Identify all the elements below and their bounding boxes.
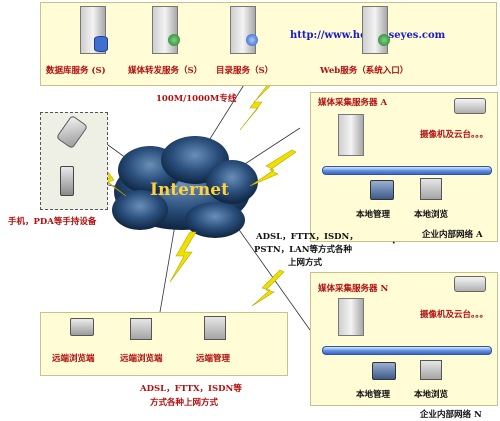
- site-n-network-bus: [322, 346, 492, 355]
- internet-cloud: [112, 136, 258, 238]
- globe-icon: [168, 34, 180, 46]
- site-n-title: 媒体采集服务器 N: [318, 284, 389, 294]
- media-forward-server-icon: [152, 6, 178, 54]
- dedicated-line-label: 100M/1000M专线: [156, 94, 237, 104]
- database-cylinder-icon: [94, 36, 108, 52]
- site-a-camera-icon[interactable]: [454, 98, 486, 114]
- site-a-server-icon[interactable]: [338, 114, 364, 156]
- site-n-server-icon[interactable]: [338, 298, 364, 336]
- site-separator-dots: ·: [392, 238, 396, 249]
- lightning-bolt-servers: [239, 83, 273, 131]
- site-a-manage-workstation-icon[interactable]: [370, 180, 394, 200]
- remote-client-label-3: 远端管理: [196, 354, 231, 364]
- server-database-label: 数据库服务 (S): [46, 66, 106, 76]
- site-a-network-bus: [322, 166, 492, 175]
- site-n-browse-workstation-icon[interactable]: [420, 360, 442, 380]
- site-a-title: 媒体采集服务器 A: [318, 98, 388, 108]
- site-n-manage-workstation-icon[interactable]: [372, 362, 396, 380]
- globe-icon: [378, 34, 390, 46]
- server-database[interactable]: [78, 6, 108, 56]
- access-methods-right-3: 上网方式: [288, 258, 323, 268]
- remote-access-methods-2: 方式各种上网方式: [150, 398, 219, 408]
- web-server-icon: [362, 6, 388, 54]
- site-a-camera-label: 摄像机及云台。。。: [420, 130, 489, 140]
- site-a-network-label: 企业内部网络 A: [422, 230, 483, 240]
- site-n-camera-label: 摄像机及云台。。。: [420, 310, 489, 320]
- server-panel: [40, 2, 497, 86]
- remote-admin-workstation-icon[interactable]: [204, 316, 226, 340]
- line-remote: [159, 224, 176, 313]
- handheld-label: 手机，PDA等手持设备: [8, 217, 97, 227]
- remote-client-label-1: 远端浏览端: [52, 354, 95, 364]
- access-methods-right-1: ADSL，FTTX，ISDN，: [256, 232, 358, 242]
- remote-desktop-icon-1[interactable]: [130, 318, 152, 340]
- remote-client-label-2: 远端浏览端: [120, 354, 163, 364]
- server-directory[interactable]: [228, 6, 258, 56]
- server-web-label: Web服务（系统入口）: [320, 66, 409, 76]
- remote-access-methods-1: ADSL，FTTX，ISDN等: [140, 384, 242, 394]
- site-n-panel: [310, 272, 498, 406]
- directory-server-icon: [230, 6, 256, 54]
- site-n-network-label: 企业内部网络 N: [420, 410, 482, 420]
- internet-label: Internet: [150, 180, 229, 200]
- site-a-local-manage: 本地管理: [356, 210, 391, 220]
- pda-icon[interactable]: [60, 166, 74, 196]
- server-media-forward[interactable]: [150, 6, 180, 56]
- server-media-forward-label: 媒体转发服务（S）: [128, 66, 203, 76]
- remote-laptop-icon[interactable]: [70, 318, 94, 336]
- lightning-bolt-site-n: [251, 269, 285, 307]
- server-directory-label: 目录服务（S）: [216, 66, 274, 76]
- site-a-browse-workstation-icon[interactable]: [420, 178, 442, 200]
- settings-badge-icon: [246, 34, 258, 46]
- site-a-local-browse: 本地浏览: [414, 210, 449, 220]
- site-n-local-browse: 本地浏览: [414, 390, 449, 400]
- site-n-local-manage: 本地管理: [356, 390, 391, 400]
- access-methods-right-2: PSTN，LAN等方式各种: [254, 245, 352, 255]
- site-n-camera-icon[interactable]: [454, 276, 486, 292]
- lightning-bolt-remote: [169, 231, 197, 283]
- server-web[interactable]: [360, 6, 390, 56]
- lightning-bolt-site-a: [249, 149, 297, 187]
